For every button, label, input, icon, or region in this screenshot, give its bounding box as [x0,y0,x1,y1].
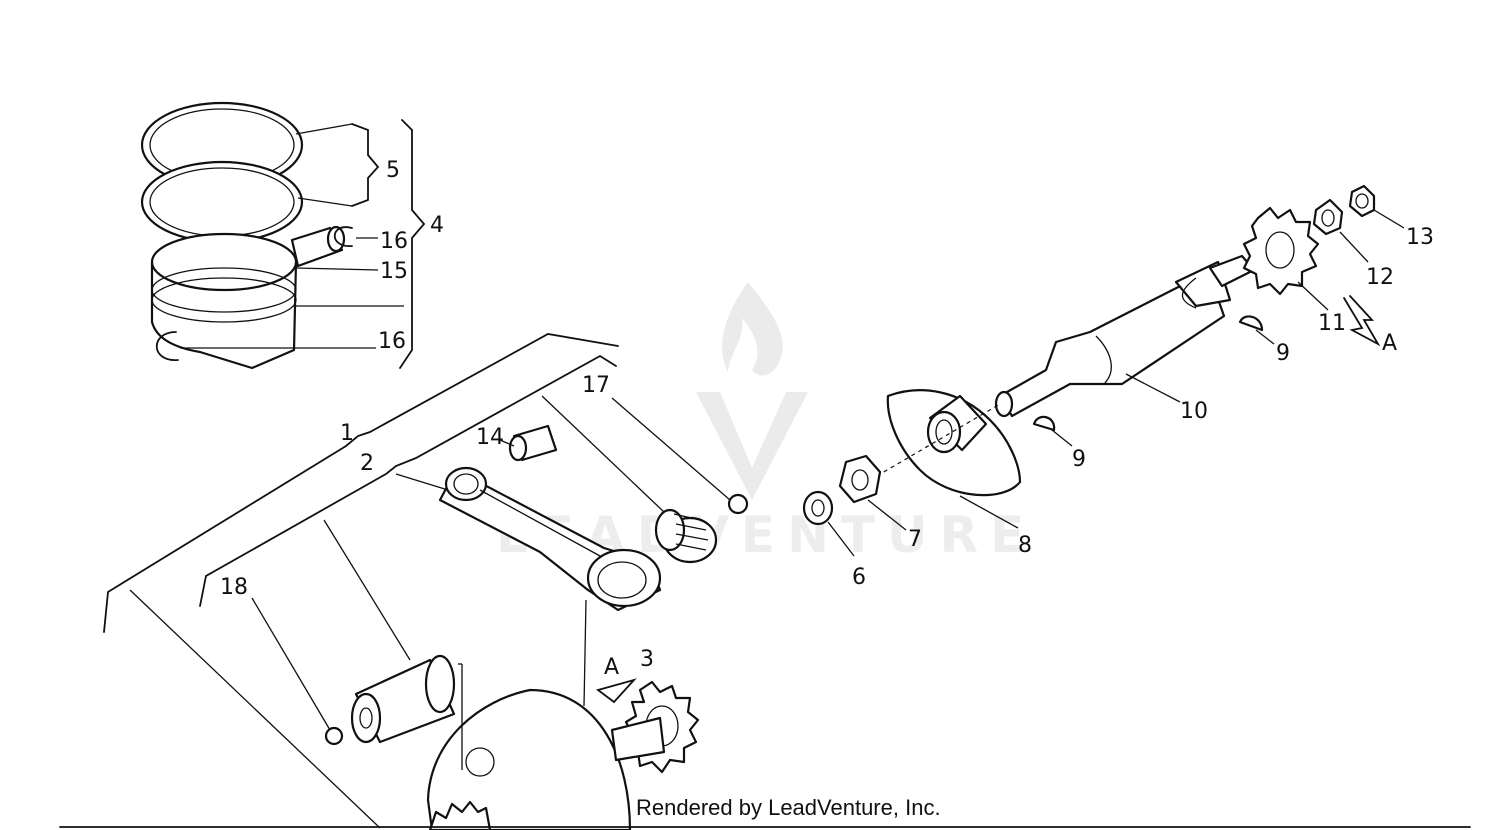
lower-gear-partial [428,800,492,830]
crank-flywheel-right [886,389,1022,497]
footer-credit: Rendered by LeadVenture, Inc. [636,795,941,820]
callout-4: 4 [430,213,444,238]
callout-14: 14 [476,425,504,450]
callout-9-lower: 9 [1072,447,1086,472]
woodruff-key-upper [1238,315,1264,332]
callout-13: 13 [1406,225,1434,250]
sprocket-3 [610,680,700,774]
small-end-bearing [508,424,558,462]
callout-16-lower: 16 [378,329,406,354]
callout-1: 1 [340,421,354,446]
callout-6: 6 [852,565,866,590]
crankshaft-right [994,254,1256,418]
sprocket-11 [1242,206,1320,296]
crank-flywheel-left [426,599,632,830]
callout-3: 3 [640,647,654,672]
crank-pin-plug [324,726,344,746]
circlip-upper [333,226,353,247]
crank-pin [350,654,456,744]
callout-16-upper: 16 [380,229,408,254]
thrust-washer-17 [727,493,749,515]
callout-8: 8 [1018,533,1032,558]
circlip-lower [155,331,179,361]
crankshaft-bracket [103,333,619,829]
lock-washer-12 [1312,198,1344,236]
nut-13 [1348,184,1376,218]
arrow-a-upper-label: A [1382,331,1397,356]
connecting-rod [438,466,662,612]
callout-17: 17 [582,373,610,398]
arrow-a-lower-icon [595,678,637,704]
callout-15: 15 [380,259,408,284]
callout-10: 10 [1180,399,1208,424]
callout-2: 2 [360,451,374,476]
arrow-a-lower-label: A [604,655,619,680]
callout-5: 5 [386,158,400,183]
woodruff-key-lower [1032,415,1056,432]
callout-18: 18 [220,575,248,600]
arrow-a-upper-icon [1343,295,1381,347]
lock-plate-7 [838,454,882,504]
piston-ring-second [140,160,304,244]
nut-6 [802,490,834,526]
piston-assembly [140,101,426,370]
piston [150,260,298,370]
callout-7: 7 [908,527,922,552]
callout-11: 11 [1318,311,1346,336]
big-end-needle-bearing [654,508,718,564]
callout-9-upper: 9 [1276,341,1290,366]
callout-12: 12 [1366,265,1394,290]
